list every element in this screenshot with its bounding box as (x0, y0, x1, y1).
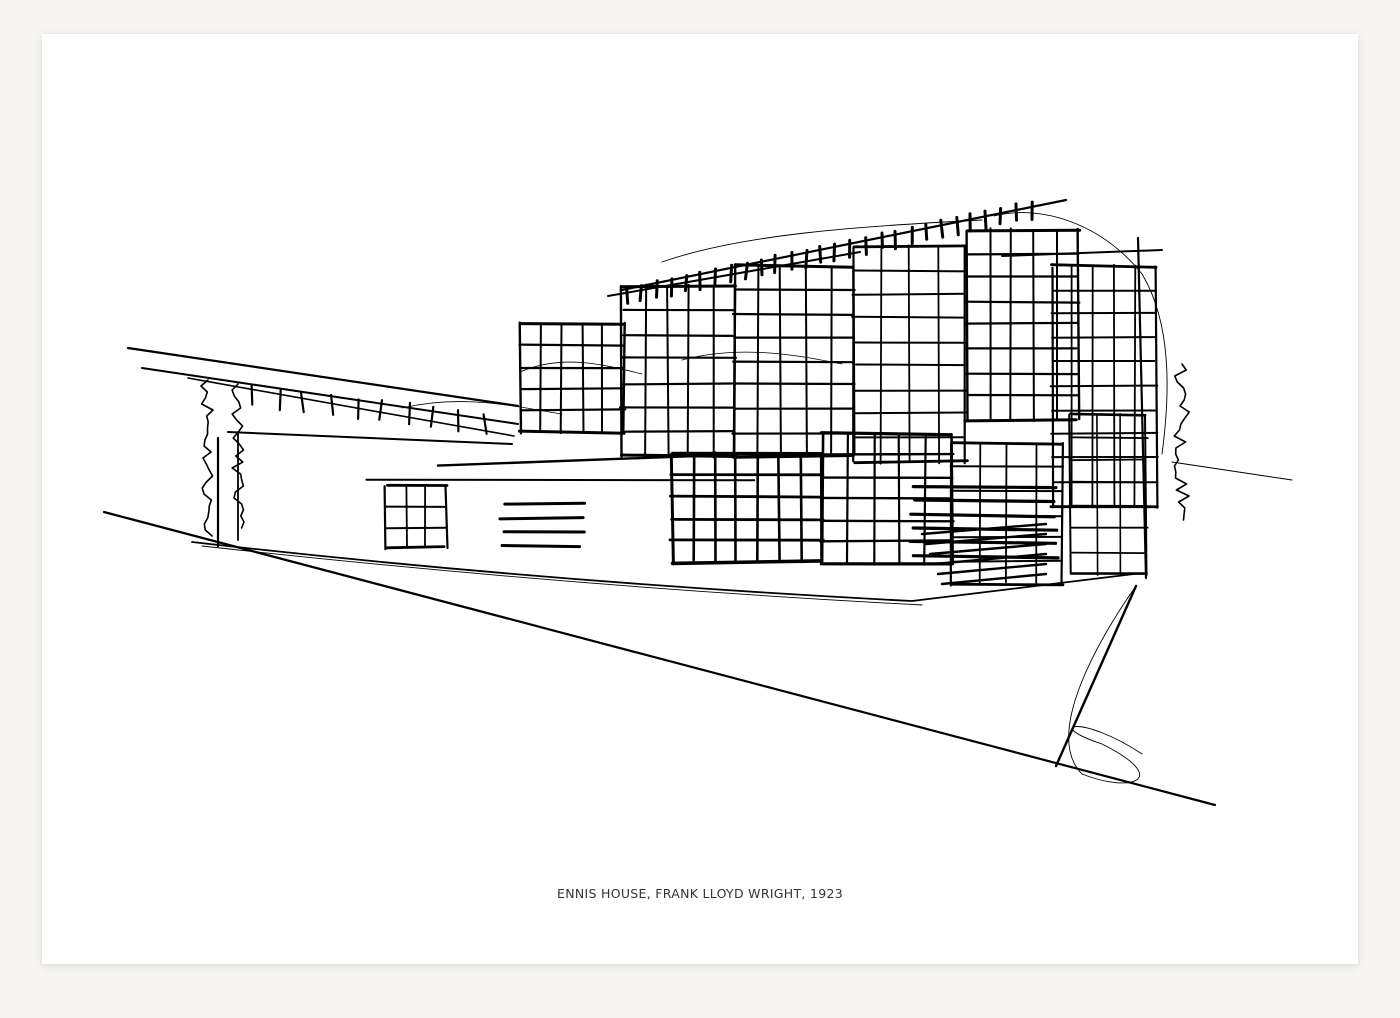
ennis-house-sketch (102, 198, 1293, 807)
sketch-lines (102, 198, 1293, 807)
poster-sheet: ENNIS HOUSE, FRANK LLOYD WRIGHT, 1923 (42, 34, 1358, 964)
poster-caption: ENNIS HOUSE, FRANK LLOYD WRIGHT, 1923 (557, 886, 843, 901)
